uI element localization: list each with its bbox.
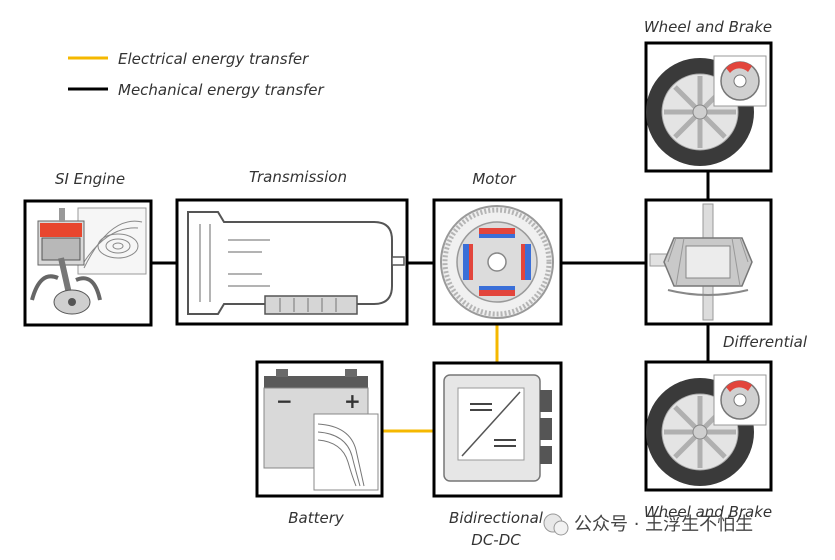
brake-caliper-top <box>726 61 752 73</box>
differential-block <box>644 198 773 326</box>
dcdc-block <box>432 361 563 498</box>
magnet-bottom <box>479 290 515 296</box>
dcdc-label-line1: Bidirectional <box>449 509 544 527</box>
watermark: 公众号 · 王浮生不怕生 <box>543 513 753 536</box>
legend: Electrical energy transfer Mechanical en… <box>68 50 325 99</box>
battery-top <box>264 376 368 388</box>
battery-label: Battery <box>288 509 345 527</box>
spark-plug-icon <box>59 208 65 222</box>
combustion-chamber <box>40 223 82 237</box>
motor-shaft <box>487 252 507 272</box>
magnet-top <box>479 228 515 234</box>
watermark-text: 公众号 · 王浮生不怕生 <box>574 514 753 535</box>
wheel-bottom-block <box>644 360 773 492</box>
battery-plus-symbol: + <box>344 389 361 413</box>
wheel-top-block <box>644 41 773 173</box>
magnet-right <box>525 244 531 280</box>
brake-caliper-bottom <box>726 380 752 392</box>
battery-block: − + <box>255 360 384 498</box>
connector-lower <box>540 446 552 464</box>
transmission-housing <box>187 211 393 315</box>
wheel-bottom-label: Wheel and Brake <box>644 503 772 521</box>
dcdc-label-line2: DC-DC <box>471 531 521 549</box>
transmission-label: Transmission <box>249 168 347 186</box>
oil-pan <box>264 295 358 315</box>
magnet-left <box>463 244 469 280</box>
discharge-curve-inset <box>313 413 379 491</box>
battery-terminal-negative <box>276 369 288 377</box>
connections <box>151 171 710 433</box>
converter-diagonal <box>461 391 521 457</box>
piston <box>41 237 81 261</box>
engine-block <box>23 199 153 327</box>
connector-upper <box>540 390 552 412</box>
differential-label: Differential <box>723 333 808 351</box>
battery-terminal-positive <box>345 369 357 377</box>
connector-middle <box>540 418 552 440</box>
spider-gears <box>685 245 731 279</box>
output-shaft <box>391 256 405 266</box>
transmission-block <box>175 198 409 326</box>
legend-mechanical-label: Mechanical energy transfer <box>118 81 325 99</box>
legend-electrical-label: Electrical energy transfer <box>118 50 309 68</box>
motor-label: Motor <box>472 170 516 188</box>
efficiency-map <box>77 207 147 275</box>
battery-minus-symbol: − <box>276 389 293 413</box>
wheel-top-label: Wheel and Brake <box>644 18 772 36</box>
engine-label: SI Engine <box>55 170 125 188</box>
motor-block <box>432 198 563 326</box>
